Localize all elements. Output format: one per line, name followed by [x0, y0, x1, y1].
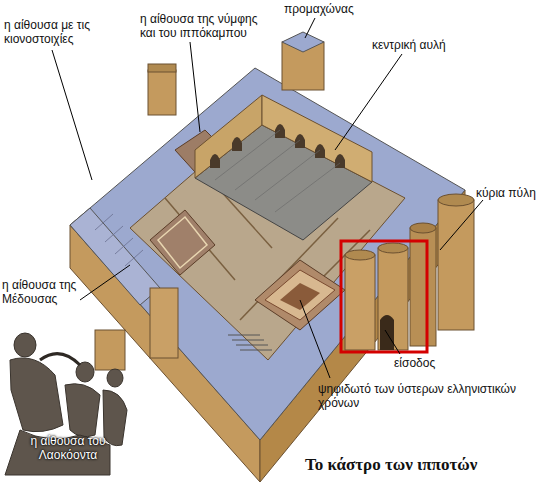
- part-label: η αίθουσα της Μέδουσας: [2, 278, 92, 306]
- part-label: ψηφιδωτό των ύστερων ελληνιστικών χρόνων: [318, 382, 546, 410]
- part-label: είσοδος: [394, 356, 454, 370]
- part-label: κύρια πύλη: [476, 186, 548, 200]
- part-label: κεντρική αυλή: [372, 38, 482, 52]
- diagram-title: Το κάστρο των ιπποτών: [305, 455, 477, 475]
- part-label: προμαχώνας: [284, 2, 374, 16]
- part-label: η αίθουσα του Λαοκόοντα: [12, 434, 124, 462]
- part-label: η αίθουσα με τις κιονοστοιχίες: [4, 18, 134, 46]
- part-label: η αίθουσα της νύμφης και του ιππόκαμπου: [140, 12, 270, 40]
